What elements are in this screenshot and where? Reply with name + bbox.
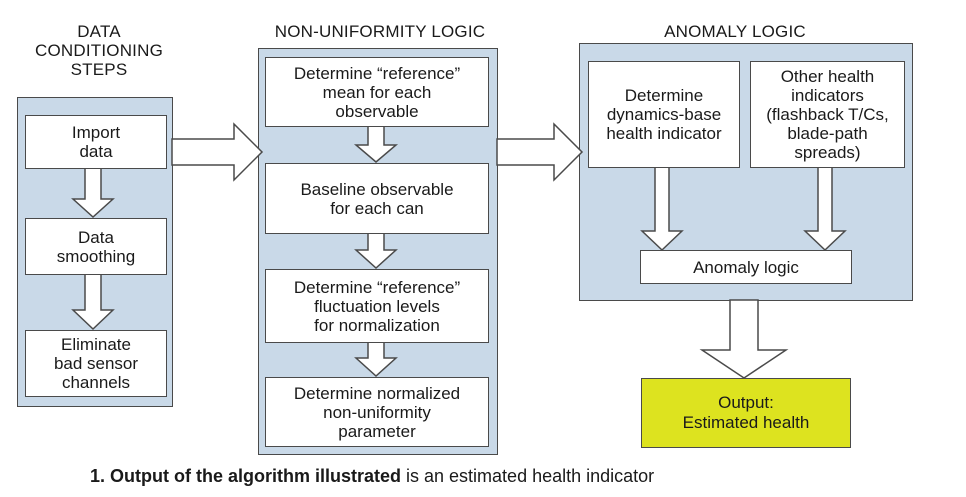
arrow-dynamics-to-anomaly-logic [640, 166, 684, 252]
caption-bold: 1. Output of the algorithm illustrated [90, 466, 402, 486]
arrow-reference-to-baseline [353, 125, 399, 163]
arrow-to-output [699, 299, 789, 379]
step-baseline-observable: Baseline observable for each can [265, 163, 489, 234]
caption-rest: is an estimated health indicator [401, 466, 655, 486]
step-import-data: Import data [25, 115, 167, 169]
arrow-smoothing-to-eliminate [71, 273, 115, 331]
arrow-fluctuation-to-normalized [354, 341, 398, 378]
arrow-to-anomaly [496, 122, 584, 182]
heading-non-uniformity-logic: NON-UNIFORMITY LOGIC [274, 22, 486, 41]
figure-caption: 1. Output of the algorithm illustrated i… [90, 465, 654, 487]
anomaly-logic-box: Anomaly logic [640, 250, 852, 284]
arrow-to-non-uniformity [171, 122, 264, 182]
step-reference-fluctuation: Determine “reference” fluctuation levels… [265, 269, 489, 343]
arrow-other-to-anomaly-logic [803, 166, 847, 252]
arrow-import-to-smoothing [71, 167, 115, 219]
step-reference-mean: Determine “reference” mean for each obse… [265, 57, 489, 127]
other-health-indicators: Other health indicators (flashback T/Cs,… [750, 61, 905, 168]
step-normalized-parameter: Determine normalized non-uniformity para… [265, 377, 489, 447]
heading-anomaly-logic: ANOMALY LOGIC [664, 22, 806, 41]
dynamics-health-indicator: Determine dynamics-base health indicator [588, 61, 740, 168]
output-estimated-health: Output: Estimated health [641, 378, 851, 448]
arrow-baseline-to-fluctuation [354, 232, 398, 270]
step-eliminate-bad-sensors: Eliminate bad sensor channels [25, 330, 167, 397]
heading-data-conditioning: DATA CONDITIONING STEPS [34, 22, 163, 79]
step-data-smoothing: Data smoothing [25, 218, 167, 275]
